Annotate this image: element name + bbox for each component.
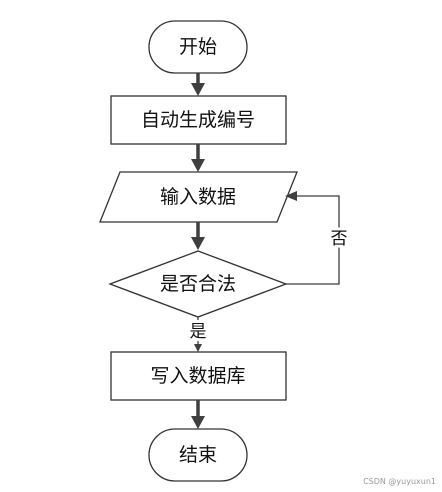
is-valid-label: 是否合法 bbox=[160, 273, 236, 295]
arrow-no-loop bbox=[285, 191, 340, 285]
watermark-text: CSDN @yuyuxun1 bbox=[363, 477, 436, 486]
edge-label-no: 否 bbox=[331, 229, 348, 249]
generate-id-node: 自动生成编号 bbox=[110, 95, 287, 145]
write-db-label: 写入数据库 bbox=[150, 365, 245, 387]
arrow-yes bbox=[194, 317, 202, 352]
arrow-write-to-end bbox=[191, 400, 205, 429]
is-valid-node: 是否合法 bbox=[108, 250, 288, 318]
end-label: 结束 bbox=[179, 444, 217, 466]
input-data-label: 输入数据 bbox=[160, 186, 236, 208]
write-db-node: 写入数据库 bbox=[110, 351, 287, 401]
generate-id-label: 自动生成编号 bbox=[141, 109, 255, 131]
start-node: 开始 bbox=[148, 20, 248, 74]
arrow-start-to-generate bbox=[191, 73, 205, 96]
arrow-generate-to-input bbox=[191, 144, 205, 172]
end-node: 结束 bbox=[148, 428, 248, 482]
arrow-input-to-decision bbox=[191, 222, 205, 250]
start-label: 开始 bbox=[179, 36, 217, 58]
edge-label-yes: 是 bbox=[190, 322, 207, 342]
input-data-node: 输入数据 bbox=[99, 171, 298, 223]
